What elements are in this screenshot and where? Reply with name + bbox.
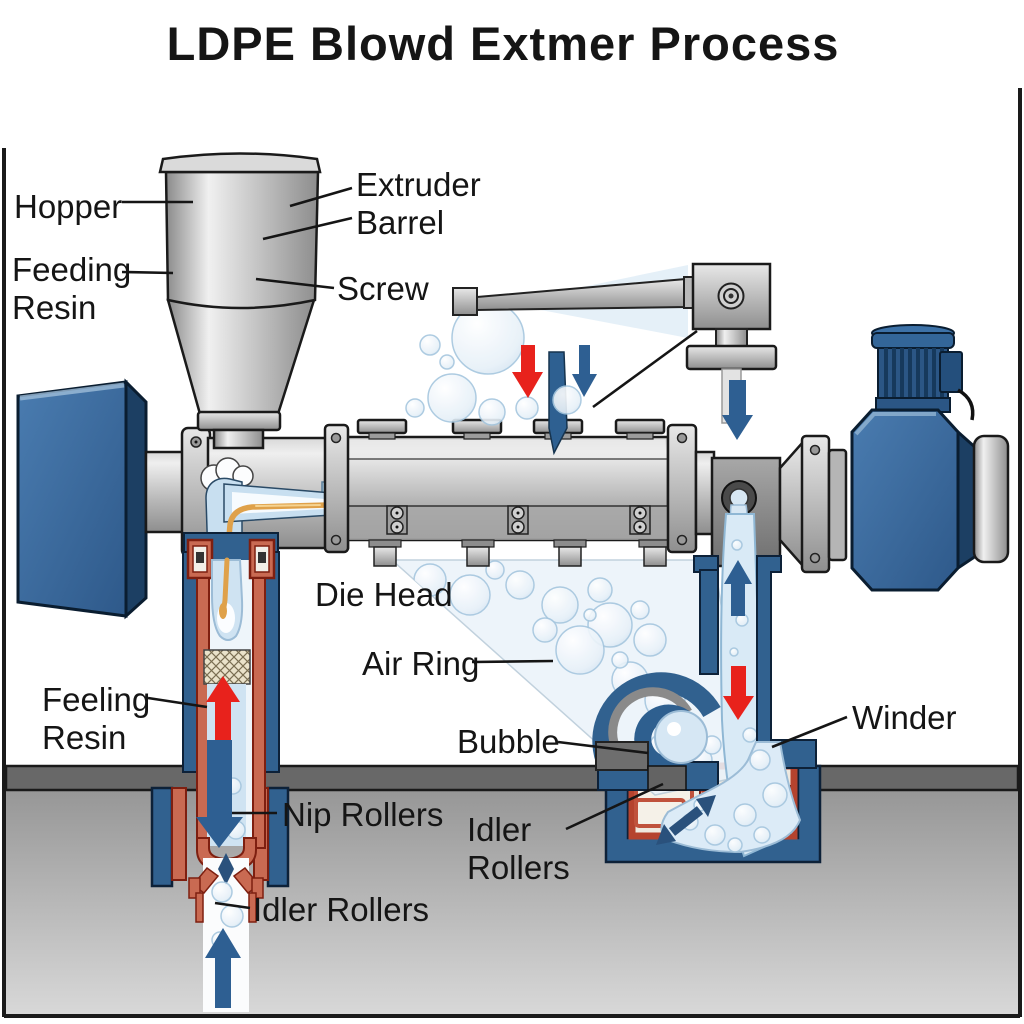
- mount-plate: [685, 344, 778, 371]
- label-die-head: Die Head: [315, 576, 453, 613]
- cooling-arrow-red: [512, 345, 543, 398]
- winder-diagonal-arrow: [656, 795, 716, 845]
- cooling-arrow-blue: [572, 345, 597, 397]
- idler-rollers-right-label-1: Idler: [467, 811, 531, 848]
- label-hopper: Hopper: [14, 188, 193, 225]
- air-ring-label: Air Ring: [362, 645, 479, 682]
- screw-tool: [452, 262, 778, 440]
- page-title: LDPE Blowd Extmer Process: [167, 17, 840, 70]
- die-head-label: Die Head: [315, 576, 453, 613]
- film-arrow-down-blue: [196, 740, 243, 848]
- die-clamp: [186, 538, 276, 580]
- hopper: [158, 152, 322, 450]
- drive-shaft: [144, 450, 186, 534]
- motor-fins: [877, 347, 949, 399]
- idler-roller-left: [195, 892, 204, 923]
- motor-junction-box: [939, 351, 963, 393]
- screw-handle: [452, 287, 478, 316]
- extruder-barrel-label-1: Extruder: [356, 166, 481, 203]
- barrel-flanges: [323, 423, 698, 554]
- nip-diamond-arrow: [218, 853, 234, 885]
- label-idler-rollers-left: Idler Rollers: [214, 891, 429, 928]
- floor-bracket: [647, 765, 687, 791]
- end-cap: [972, 434, 1010, 564]
- label-screw: Screw: [255, 270, 429, 307]
- label-feeling-resin: Feeling Resin: [42, 681, 208, 756]
- motor-cable: [957, 388, 975, 421]
- air-arrow-up-red: [206, 676, 240, 750]
- barrel-fittings: [386, 505, 651, 535]
- drive-gearbox-left: [16, 378, 148, 620]
- film-arrow-down-red: [723, 666, 754, 720]
- breaker-plate: [203, 649, 251, 685]
- idler-rollers-right-label-2: Rollers: [467, 849, 570, 886]
- frame-border: [2, 88, 1022, 1018]
- feed-arrow-blue: [722, 380, 753, 440]
- label-feeding-resin: Feeding Resin: [12, 251, 174, 326]
- feeling-resin-label-1: Feeling: [42, 681, 150, 718]
- feeling-resin-label-2: Resin: [42, 719, 126, 756]
- bubble-label: Bubble: [457, 723, 560, 760]
- feeding-resin-label-1: Feeding: [12, 251, 131, 288]
- winder-assembly: [592, 672, 802, 854]
- label-idler-rollers-right: Idler Rollers: [467, 782, 664, 886]
- web-arrow-up-blue: [205, 928, 241, 1008]
- winder-gearbox-housing: [850, 408, 960, 592]
- labels: Hopper Feeding Resin Extruder Barrel Scr…: [12, 166, 957, 928]
- label-nip-rollers: Nip Rollers: [232, 796, 443, 833]
- winder-motor: [850, 324, 1010, 592]
- label-air-ring: Air Ring: [362, 645, 554, 682]
- nip-rollers-label: Nip Rollers: [282, 796, 443, 833]
- winder-gray-arc: [608, 687, 692, 755]
- extruder-barrel-body: [323, 418, 698, 567]
- floor: [4, 764, 1020, 792]
- film-roll: [654, 710, 708, 764]
- extruder-barrel-label-2: Barrel: [356, 204, 444, 241]
- motor-cap: [871, 332, 955, 349]
- die-head-assembly: [182, 532, 280, 1012]
- screw-label: Screw: [337, 270, 429, 307]
- nip-roller-arrow-up: [724, 560, 752, 616]
- floor-bracket: [595, 741, 649, 771]
- label-bubble: Bubble: [457, 723, 649, 760]
- idler-rollers-left-label: Idler Rollers: [253, 891, 429, 928]
- label-winder: Winder: [771, 699, 957, 749]
- label-extruder-barrel: Extruder Barrel: [262, 166, 481, 241]
- gear-block-leader: [592, 329, 698, 409]
- winder-label: Winder: [852, 699, 957, 736]
- melt-orange-streak: [224, 502, 331, 563]
- feeding-resin-label-2: Resin: [12, 289, 96, 326]
- hopper-label: Hopper: [14, 188, 122, 225]
- barrel-bottom-studs: [368, 539, 672, 567]
